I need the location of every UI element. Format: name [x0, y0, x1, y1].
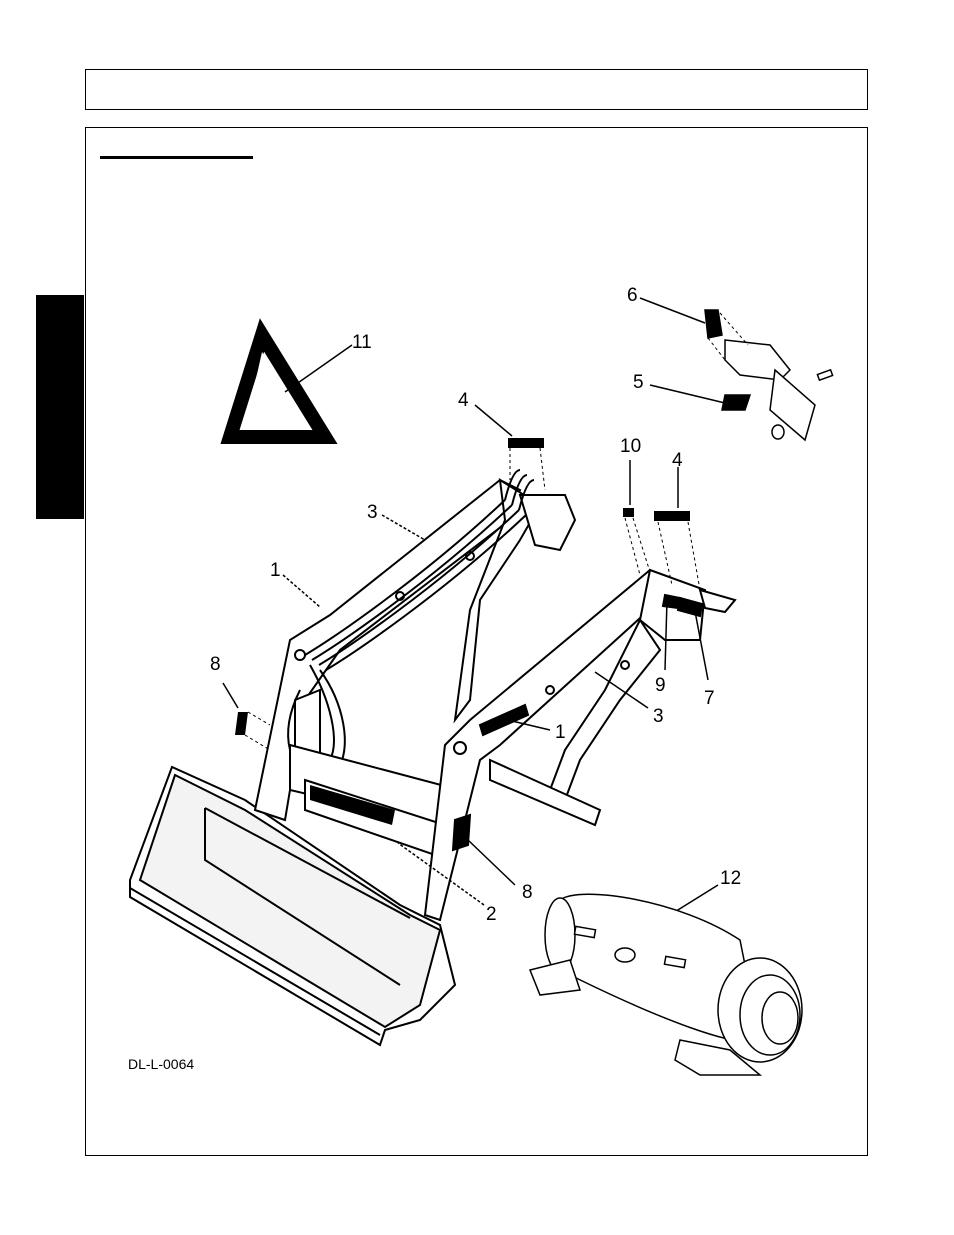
callout-8-left: 8 — [210, 654, 221, 675]
callout-4-right: 4 — [672, 450, 683, 471]
drawing-id: DL-L-0064 — [128, 1056, 194, 1072]
smv-emblem — [230, 335, 325, 437]
decal-10 — [623, 508, 634, 517]
decal-8-left — [235, 712, 248, 735]
callout-1-left: 1 — [270, 560, 281, 581]
callout-2: 2 — [486, 904, 497, 925]
decal-4-left — [508, 438, 544, 448]
callout-9: 9 — [655, 675, 666, 696]
bracket-detail — [705, 310, 833, 440]
callout-4-left: 4 — [458, 390, 469, 411]
callout-1-right: 1 — [555, 722, 566, 743]
warning-light-assembly — [530, 894, 802, 1075]
callout-3-left: 3 — [367, 502, 378, 523]
callout-5: 5 — [633, 372, 644, 393]
callout-7: 7 — [704, 688, 715, 709]
decal-4-right — [654, 511, 690, 521]
callout-6: 6 — [627, 285, 638, 306]
callout-12: 12 — [720, 868, 741, 889]
callout-11: 11 — [352, 332, 372, 353]
callout-10: 10 — [620, 436, 641, 457]
callout-3-right: 3 — [653, 706, 664, 727]
callout-8-right: 8 — [522, 882, 533, 903]
